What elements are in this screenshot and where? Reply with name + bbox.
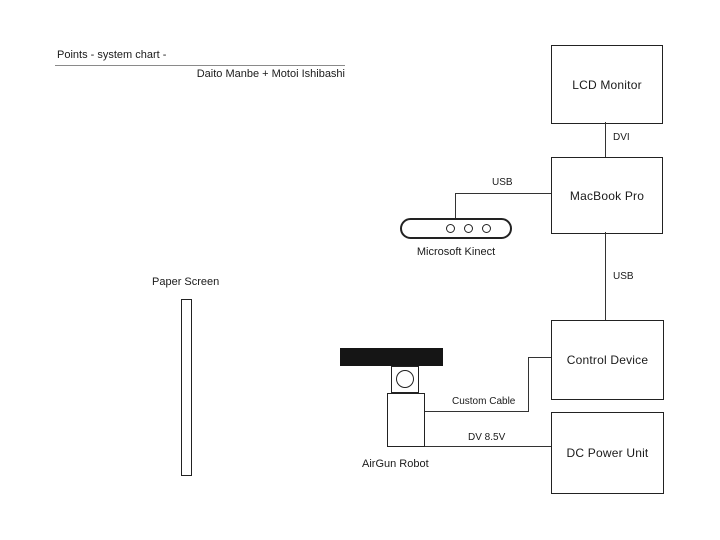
kinect-lens-icon: [446, 224, 455, 233]
airgun-joint-icon: [396, 370, 414, 388]
usb-control-connector: [605, 232, 606, 320]
header-divider: [55, 65, 345, 66]
node-control-device-label: Control Device: [566, 353, 649, 367]
node-kinect-label: Microsoft Kinect: [416, 246, 496, 258]
node-control-device: Control Device: [551, 320, 664, 400]
node-lcd-monitor: LCD Monitor: [551, 45, 663, 124]
kinect-device-shape: [400, 218, 512, 239]
usb-control-label: USB: [611, 271, 636, 282]
kinect-lens-icon: [464, 224, 473, 233]
airgun-barrel-shape: [340, 348, 443, 366]
kinect-lens-icon: [482, 224, 491, 233]
dvi-connector: [605, 122, 606, 157]
node-airgun-label: AirGun Robot: [362, 458, 429, 470]
dv-power-label: DV 8.5V: [466, 432, 508, 443]
dv-power-connector: [425, 446, 551, 447]
usb-kinect-label: USB: [490, 177, 515, 188]
dvi-label: DVI: [611, 132, 632, 143]
node-macbook-pro: MacBook Pro: [551, 157, 663, 234]
custom-cable-connector-v: [528, 357, 529, 412]
airgun-head-shape: [391, 366, 419, 393]
node-paper-screen-label: Paper Screen: [152, 276, 220, 288]
usb-kinect-connector-h: [455, 193, 551, 194]
custom-cable-connector-h1: [528, 357, 551, 358]
paper-screen-shape: [181, 299, 192, 476]
node-macbook-pro-label: MacBook Pro: [569, 188, 645, 203]
node-lcd-monitor-label: LCD Monitor: [572, 77, 642, 92]
airgun-body-shape: [387, 393, 425, 447]
node-dc-power-unit: DC Power Unit: [551, 412, 664, 494]
custom-cable-label: Custom Cable: [450, 396, 518, 407]
usb-kinect-connector-v: [455, 193, 456, 218]
page-title: Points - system chart -: [57, 49, 167, 61]
node-dc-power-unit-label: DC Power Unit: [566, 446, 649, 460]
custom-cable-connector-h2: [425, 411, 528, 412]
authors-text: Daito Manbe + Motoi Ishibashi: [196, 68, 345, 80]
